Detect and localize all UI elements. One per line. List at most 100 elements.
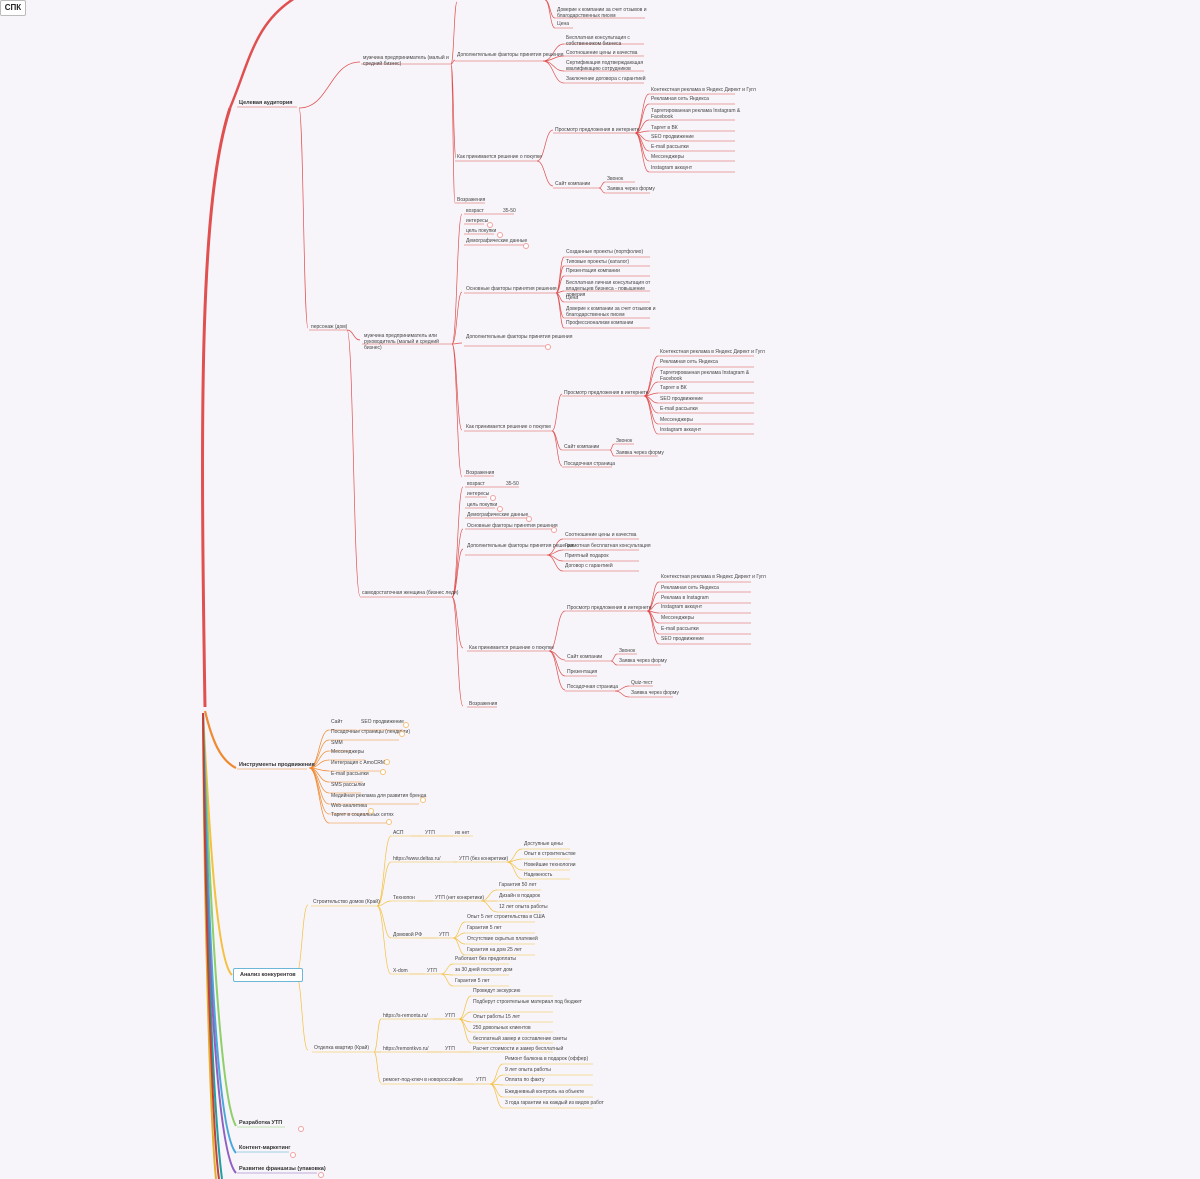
decision-group[interactable]: Как принимается решение о покупке (469, 645, 554, 651)
collapse-toggle-icon[interactable] (399, 731, 405, 737)
utp-item[interactable]: Ремонт балкона в подарок (оффер) (505, 1056, 589, 1062)
collapse-toggle-icon[interactable] (497, 232, 503, 238)
factor-item[interactable]: Профессионализм компании (566, 320, 634, 326)
utp-item[interactable]: Опыт работы 15 лет (473, 1014, 521, 1020)
tool-item[interactable]: Медийная реклама для развития бренда (331, 793, 427, 799)
utp-item[interactable]: 3 года гарантии на каждый из видов работ (505, 1100, 604, 1106)
channel-item[interactable]: Мессенджеры (660, 417, 693, 423)
market-build[interactable]: Строительство домов (Край) (313, 899, 380, 905)
landing-page[interactable]: Посадочная страница (564, 461, 616, 467)
collapse-toggle-icon[interactable] (380, 769, 386, 775)
factor-item[interactable]: Грамотная бесплатная консультация (565, 543, 651, 549)
utp-item[interactable]: Гарантия 5 лет (455, 978, 490, 984)
utp-item[interactable]: Работают без предоплаты (455, 956, 517, 962)
factor-group[interactable]: Дополнительные факторы принятия решения (466, 334, 573, 340)
site-action[interactable]: Заявка через форму (619, 658, 667, 664)
channel-item[interactable]: Instagram аккаунт (661, 604, 703, 610)
tool-seo[interactable]: SEO продвижение (361, 719, 404, 725)
collapse-toggle-icon[interactable] (490, 495, 496, 501)
competitor[interactable]: X-dom (393, 968, 408, 974)
segment-3[interactable]: самодостаточная женщина (бизнес леди) (362, 590, 459, 596)
utp-item[interactable]: Новейшие технологии (524, 862, 576, 868)
channel-item[interactable]: Контекстная реклама в Яндекс Директ и Гу… (660, 349, 765, 355)
site-action[interactable]: Звонок (619, 648, 636, 654)
channel-item[interactable]: Мессенджеры (651, 154, 684, 160)
persona-node[interactable]: персонаж (дом) (311, 324, 348, 330)
channel-item[interactable]: E-mail рассылки (651, 144, 689, 150)
topic-promotion-tools[interactable]: Инструменты продвижения (239, 762, 315, 768)
competitor[interactable]: https://www.deltas.ru/ (393, 856, 441, 862)
landing-action[interactable]: Quiz-тест (631, 680, 653, 686)
root-node[interactable]: СПК (0, 0, 26, 16)
collapse-toggle-icon[interactable] (298, 1126, 304, 1132)
channel-item[interactable]: Instagram аккаунт (660, 427, 702, 433)
collapse-toggle-icon[interactable] (526, 516, 532, 522)
channel-item[interactable]: Таргетированная реклама Instagram & Face… (660, 370, 750, 382)
collapse-toggle-icon[interactable] (403, 722, 409, 728)
factor-item[interactable]: Соотношение цены и качества (565, 532, 637, 538)
channel-item[interactable]: Таргет в ВК (651, 125, 678, 131)
topic-target-audience[interactable]: Целевая аудитория (239, 100, 293, 106)
topic-content-marketing[interactable]: Контент-маркетинг (239, 1145, 291, 1151)
factor-item[interactable]: Заключение договора с гарантией (566, 76, 646, 82)
demographic-field[interactable]: цель покупки (467, 502, 498, 508)
competitor[interactable]: АСП (393, 830, 404, 836)
competitor[interactable]: https://remontkvo.ru/ (383, 1046, 429, 1052)
factor-item[interactable]: Доверие к компании за счет отзывов и бла… (566, 306, 656, 318)
company-site[interactable]: Сайт компании (567, 654, 603, 660)
decision-group[interactable]: Как принимается решение о покупке (457, 154, 542, 160)
factor-item[interactable]: Цена (566, 295, 579, 301)
channel-item[interactable]: SEO продвижение (661, 636, 704, 642)
factor-group[interactable]: Дополнительные факторы принятия решения (457, 52, 564, 58)
market-repair[interactable]: Отделка квартир (Край) (314, 1045, 370, 1051)
channel-item[interactable]: E-mail рассылки (660, 406, 698, 412)
collapse-toggle-icon[interactable] (497, 506, 503, 512)
factor-group[interactable]: Основные факторы принятия решения (467, 523, 558, 529)
objections[interactable]: Возражения (466, 470, 495, 476)
collapse-toggle-icon[interactable] (523, 243, 529, 249)
collapse-toggle-icon[interactable] (318, 1172, 324, 1178)
competitor[interactable]: Технопон (393, 895, 415, 901)
site-action[interactable]: Звонок (616, 438, 633, 444)
landing-action[interactable]: Заявка через форму (631, 690, 679, 696)
factor-item[interactable]: Типовые проекты (каталог) (566, 259, 629, 265)
utp-item[interactable]: Проведут экскурсию (473, 988, 521, 994)
tool-item[interactable]: Интеграция с AmoCRM (331, 760, 386, 766)
channel-item[interactable]: Контекстная реклама в Яндекс Директ и Гу… (661, 574, 766, 580)
objections[interactable]: Возражения (469, 701, 498, 707)
factor-item[interactable]: Бесплатная консультация с собственником … (566, 35, 630, 47)
factor-item[interactable]: Цена (557, 21, 570, 27)
online-view[interactable]: Просмотр предложения в интернете (567, 605, 652, 611)
tool-item[interactable]: Web-аналитика (331, 803, 368, 809)
channel-item[interactable]: Таргет в ВК (660, 385, 687, 391)
utp-item[interactable]: Расчет стоимости и замер бесплатный (473, 1046, 564, 1052)
company-site[interactable]: Сайт компании (555, 181, 591, 187)
demographic-field[interactable]: Демографические данные (466, 238, 528, 244)
channel-item[interactable]: Рекламная сеть Яндекса (660, 359, 718, 365)
collapse-toggle-icon[interactable] (487, 222, 493, 228)
tool-item[interactable]: Мессенджеры (331, 749, 364, 755)
competitor[interactable]: https://s-remonta.ru/ (383, 1013, 428, 1019)
tool-site[interactable]: Сайт (331, 719, 343, 725)
collapse-toggle-icon[interactable] (290, 1152, 296, 1158)
channel-item[interactable]: SEO продвижение (660, 396, 703, 402)
channel-item[interactable]: Контекстная реклама в Яндекс Директ и Гу… (651, 87, 756, 93)
utp-item[interactable]: Отсутствие скрытых платежей (467, 936, 538, 942)
tool-item[interactable]: SMS рассылки (331, 782, 366, 788)
collapse-toggle-icon[interactable] (545, 344, 551, 350)
online-view[interactable]: Просмотр предложения в интернете (555, 127, 640, 133)
demographic-field[interactable]: возраст (466, 208, 484, 214)
decision-group[interactable]: Как принимается решение о покупке (466, 424, 551, 430)
demographic-field[interactable]: возраст (467, 481, 485, 487)
utp-item[interactable]: Оплата по факту (505, 1077, 545, 1083)
topic-franchise[interactable]: Развитие франшизы (упаковка) (239, 1166, 326, 1172)
tool-item[interactable]: SMM (331, 740, 343, 746)
collapse-toggle-icon[interactable] (384, 759, 390, 765)
company-site[interactable]: Сайт компании (564, 444, 600, 450)
factor-item[interactable]: Презентация компании (566, 268, 620, 274)
demographic-field[interactable]: Демографические данные (467, 512, 529, 518)
tool-item[interactable]: Таргет в социальных сетях (331, 812, 394, 818)
factor-item[interactable]: Соотношение цены и качества (566, 50, 638, 56)
landing-page[interactable]: Посадочная страница (567, 684, 619, 690)
utp-item[interactable]: Дизайн в подарок (499, 893, 541, 899)
